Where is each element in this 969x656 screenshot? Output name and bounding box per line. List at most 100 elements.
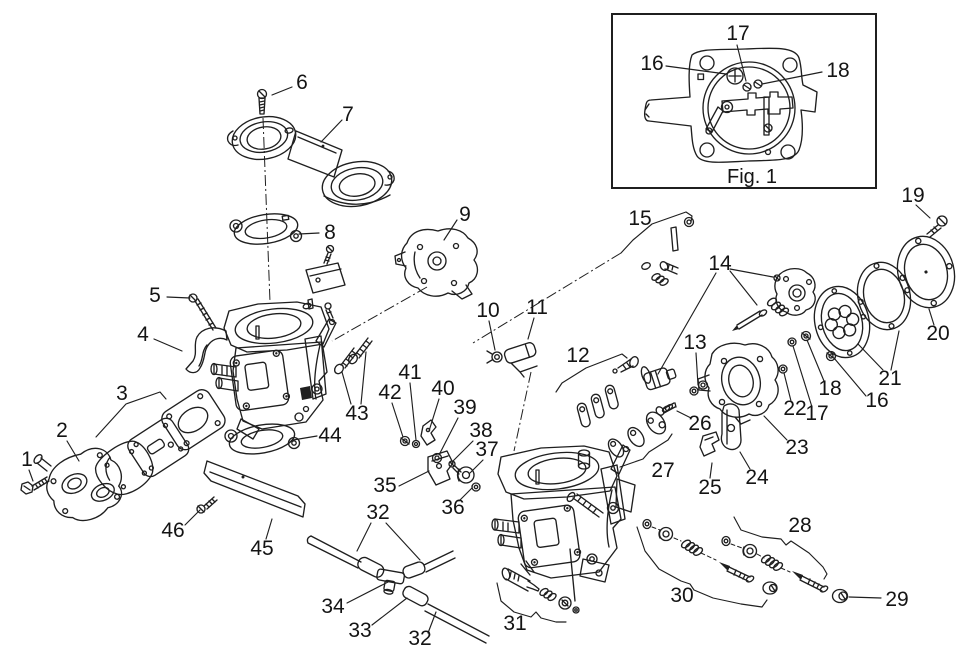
callout-33-label: 33: [348, 619, 371, 642]
callout-24-label: 24: [745, 466, 769, 489]
callout-8-label: 8: [324, 221, 336, 244]
part-7-flange-bracket: [226, 115, 395, 208]
callout-3-leader: [95, 391, 167, 438]
callout-13-label: 13: [683, 331, 706, 354]
part-46-screw: [196, 496, 218, 514]
callout-30-label: 30: [670, 584, 693, 607]
carburetor-body-2: [491, 444, 636, 583]
part-10-clip: [486, 350, 503, 364]
callout-26-label: 26: [688, 412, 711, 435]
callout-14-leader-2: [657, 272, 717, 375]
part-24-gasket-piece: [720, 403, 742, 451]
callout-43-leader-1: [360, 351, 367, 405]
callout-37-label: 37: [475, 438, 498, 461]
hose-assembly-32-33-34: [306, 535, 490, 644]
inset-figure: Fig. 1: [611, 13, 877, 189]
callout-8-leader: [298, 232, 320, 235]
callout-12-leader: [555, 353, 628, 393]
callout-27-label: 27: [651, 459, 674, 482]
callout-28-label: 28: [788, 514, 811, 537]
callout-18-leader: [806, 339, 825, 382]
callout-19-leader: [915, 204, 931, 219]
callout-1-leader: [28, 469, 34, 482]
callout-34-label: 34: [321, 595, 345, 618]
inset-diaphragm-cover-drawing: [643, 47, 818, 163]
callout-14-leader-1: [729, 270, 758, 306]
part-25-clip: [699, 431, 720, 457]
inset-figure-border: [611, 13, 877, 189]
callout-7-leader: [320, 119, 343, 143]
callout-41-label: 41: [398, 361, 421, 384]
callout-39-label: 39: [453, 396, 476, 419]
callout-20-label: 20: [926, 322, 949, 345]
callout-34-leader: [346, 581, 389, 604]
callout-16-leader: [833, 357, 867, 397]
callout-5-leader: [166, 296, 191, 299]
callout-23-label: 23: [785, 436, 808, 459]
callout-46-leader: [184, 509, 201, 526]
callout-20-leader: [928, 308, 935, 326]
callout-31-leader: [496, 582, 567, 623]
inset-callout-18-label: 18: [826, 59, 849, 82]
callout-32-label: 32: [408, 627, 431, 650]
callout-44-leader: [292, 435, 318, 441]
part-31-jet-set: [501, 567, 580, 614]
callout-42-label: 42: [378, 381, 401, 404]
callout-10-label: 10: [476, 299, 499, 322]
callout-6-leader: [271, 86, 293, 96]
callout-25-leader: [709, 462, 713, 479]
callout-31-label: 31: [503, 612, 526, 635]
callout-37-leader: [469, 459, 484, 474]
callout-17-leader: [792, 345, 813, 408]
callout-27-leader: [619, 433, 673, 468]
part-30-jet-set: [642, 518, 778, 595]
callout-29-leader: [848, 596, 882, 599]
carburetor-body-1: [210, 301, 337, 440]
part-2-pump-cover: [33, 447, 123, 522]
inset-callout-18-leader: [761, 71, 823, 85]
part-21-valve-plate: [813, 285, 871, 359]
callout-22-label: 22: [783, 397, 806, 420]
part-28-jet-set: [721, 535, 829, 593]
callout-29-label: 29: [885, 588, 908, 611]
part-43-screws: [333, 337, 373, 375]
callout-19-label: 19: [901, 184, 924, 207]
callout-6-label: 6: [296, 71, 308, 94]
callout-11-label: 11: [526, 296, 548, 319]
part-1-screw: [20, 476, 50, 495]
inset-callout-16-leader: [665, 65, 727, 75]
inset-caption: Fig. 1: [727, 166, 777, 188]
callout-25-label: 25: [698, 476, 721, 499]
callout-23-leader: [763, 415, 788, 441]
small-bracket-and-screw: [305, 244, 346, 310]
part-27-pads: [607, 411, 667, 458]
callout-21-label: 21: [878, 367, 901, 390]
callout-21-leader-1: [890, 330, 900, 371]
inset-callout-16-label: 16: [640, 52, 663, 75]
callout-15-leader: [620, 211, 693, 254]
callout-17-label: 17: [805, 402, 828, 425]
callout-2-label: 2: [56, 419, 68, 442]
callout-9-label: 9: [459, 203, 471, 226]
part-15-group: [641, 216, 695, 286]
part-12-group: [576, 355, 639, 428]
callout-32-leader-1: [385, 522, 421, 561]
callout-42-leader: [391, 402, 404, 438]
callout-14-label: 14: [708, 252, 732, 275]
part-44-gasket: [224, 423, 301, 455]
callout-43-leader: [341, 371, 352, 405]
callout-41-leader: [409, 382, 417, 441]
callout-32-leader: [427, 611, 437, 634]
callout-11-leader: [527, 317, 535, 340]
callout-30-leader: [636, 526, 768, 608]
inset-callout-17-leader: [736, 44, 747, 82]
callout-39-leader: [438, 417, 459, 456]
callout-45-label: 45: [250, 537, 273, 560]
callout-5-label: 5: [149, 284, 161, 307]
callout-38-label: 38: [469, 419, 492, 442]
callout-46-label: 46: [161, 519, 184, 542]
part-21-gasket-ring: [856, 261, 912, 331]
